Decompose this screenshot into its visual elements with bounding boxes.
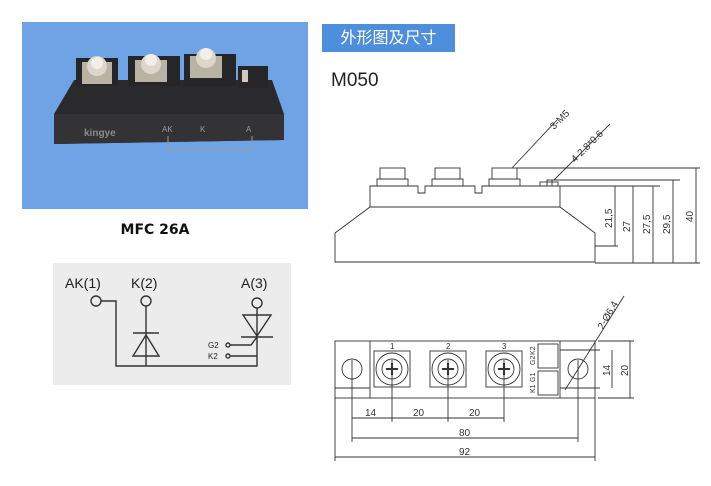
module-photo-illustration: kingye AK K A [54,48,284,151]
gate-label-k2: K2 [208,352,218,361]
screw-terminal-icon [82,48,248,84]
section-header: 外形图及尺寸 [322,24,455,52]
terminal-number: 3 [502,342,507,351]
dim-height: 27 [622,220,633,232]
pin-label: G1 [530,373,537,382]
terminal-number: 1 [390,342,395,351]
pin-label: K1 [530,384,537,393]
callout-3-m5: 3-M5 [548,108,572,132]
side-view-drawing [334,119,700,264]
dim-hole-pitch: 80 [459,428,471,439]
dim-height: 14 [602,364,613,376]
dim-spacing: 14 [365,408,377,419]
pin-label: G2 [530,356,537,365]
dim-height: 20 [620,364,631,376]
callout-mount-holes: 2-Ø6,4 [596,299,621,331]
product-caption: MFC 26A [120,222,190,238]
callout-pins: 4-2.8*0.6 [569,128,606,165]
dim-height: 40 [685,210,696,222]
brand-logo: kingye [84,128,116,139]
terminal-label: K [200,125,206,134]
terminal-label: AK [162,125,173,134]
dim-total-length: 92 [459,447,471,458]
dim-spacing: 20 [413,408,425,419]
top-view-drawing [334,295,634,461]
pin-label: K2 [530,346,537,355]
terminal-label: A [246,125,252,134]
dim-height: 29,5 [662,214,673,234]
dim-height: 21,5 [604,208,615,228]
terminal-label-a: A(3) [241,275,267,291]
circuit-schematic: AK(1) K(2) A(3) G2 K2 [53,263,291,385]
terminal-label-ak: AK(1) [65,275,101,291]
dim-height: 27,5 [642,214,653,234]
model-number: M050 [331,70,379,91]
terminal-label-k: K(2) [131,275,157,291]
gate-label-g2: G2 [208,341,219,350]
terminal-number: 2 [446,342,451,351]
dim-spacing: 20 [469,408,481,419]
product-photo: kingye AK K A [22,22,308,209]
